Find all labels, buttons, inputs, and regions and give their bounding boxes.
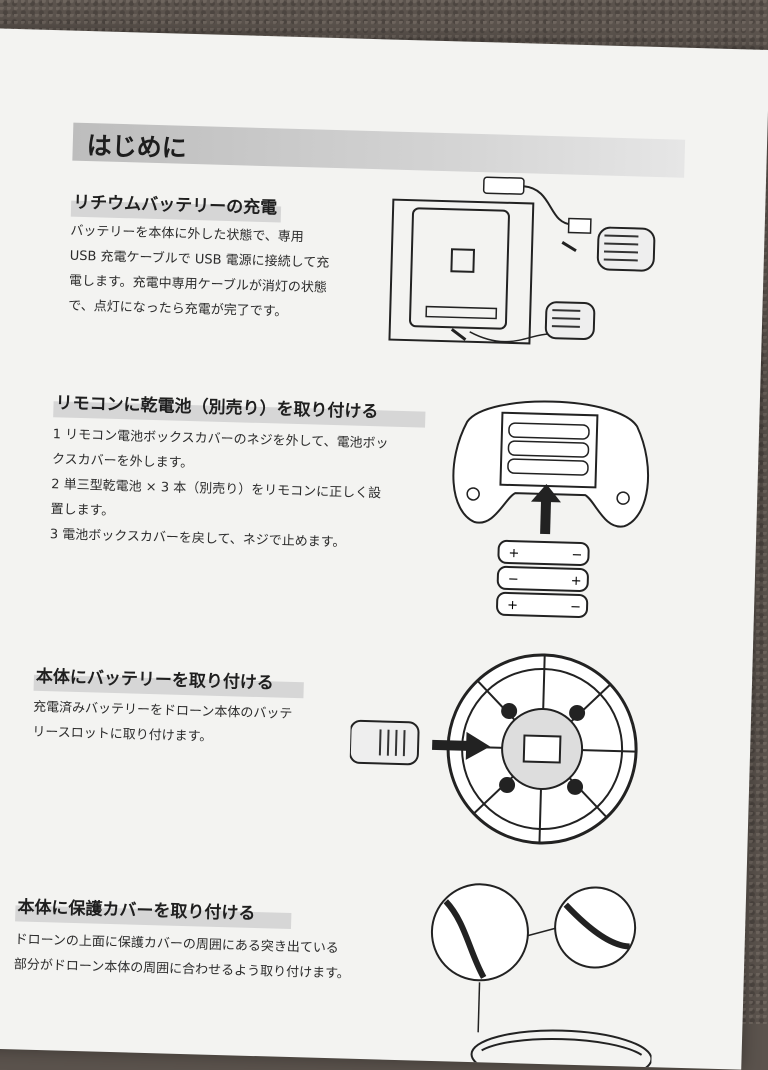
battery-ribs [551, 309, 581, 328]
battery-ribs [603, 234, 639, 262]
button-icon [466, 487, 480, 501]
usb-port-strip [425, 305, 498, 320]
usb-cable [523, 185, 573, 226]
cable-connector [567, 217, 592, 234]
guard-arc [481, 1038, 643, 1056]
battery-sign: + [507, 598, 518, 613]
arrow-right-icon [465, 731, 491, 760]
motor-icon [567, 778, 584, 795]
battery-sign: − [570, 600, 581, 615]
arrow-icon [561, 241, 577, 253]
section-body-remote-batteries: 1 リモコン電池ボックスカバーのネジを外して、電池ボッ クスカバーを外します。 … [50, 422, 389, 556]
aa-battery-slot [508, 422, 590, 440]
button-icon [616, 491, 630, 505]
motor-icon [501, 703, 518, 720]
battery-slot [522, 734, 562, 764]
aa-battery-slot [507, 440, 590, 458]
leader-line [527, 927, 556, 937]
battery-pack-icon [596, 226, 656, 272]
detail-circle-right [554, 886, 637, 969]
guard-edge-detail [563, 902, 630, 950]
battery-bay [409, 207, 510, 330]
charging-cable [469, 331, 550, 343]
battery-pack-icon [544, 301, 596, 340]
section-body-battery-charging: バッテリーを本体に外した状態で、専用 USB 充電ケーブルで USB 電源に接続… [68, 219, 330, 326]
usb-charging-illustration [388, 176, 656, 345]
arrow-up-icon [530, 483, 561, 503]
battery-ribs [378, 729, 406, 757]
arrow-shaft [540, 493, 552, 535]
section-body-drone-battery: 充電済みバッテリーをドローン本体のバッテ リースロットに取り付けます。 [32, 695, 293, 752]
section-body-protective-cover: ドローンの上面に保護カバーの周囲にある突き出ている 部分がドローン本体の周囲に合… [14, 927, 351, 986]
manual-page: はじめに リチウムバッテリーの充電 バッテリーを本体に外した状態で、専用 USB… [0, 28, 768, 1070]
battery-sign: + [571, 574, 582, 589]
battery-sign: − [508, 572, 519, 587]
remote-battery-illustration: + − − + + − [452, 400, 650, 618]
drone-battery-illustration [348, 653, 638, 845]
page-heading: はじめに [86, 131, 188, 163]
aa-battery-slot [507, 458, 589, 476]
aa-battery-icon [496, 591, 589, 618]
protective-guard-illustration [430, 883, 653, 1068]
motor-icon [499, 777, 516, 794]
connector-port [450, 248, 476, 273]
battery-pack-icon [348, 719, 420, 766]
leader-line [477, 982, 481, 1033]
arrow-shaft [432, 739, 469, 751]
drone-body-outline [388, 198, 535, 345]
motor-icon [569, 704, 586, 721]
battery-sign: + [508, 546, 519, 561]
aa-battery-icon [496, 565, 589, 592]
arrow-icon [450, 328, 467, 341]
battery-sign: − [571, 548, 582, 563]
usb-plug-icon [482, 176, 525, 195]
guard-edge-detail [443, 899, 487, 979]
detail-circle-left [430, 883, 529, 982]
aa-battery-icon [497, 539, 590, 566]
